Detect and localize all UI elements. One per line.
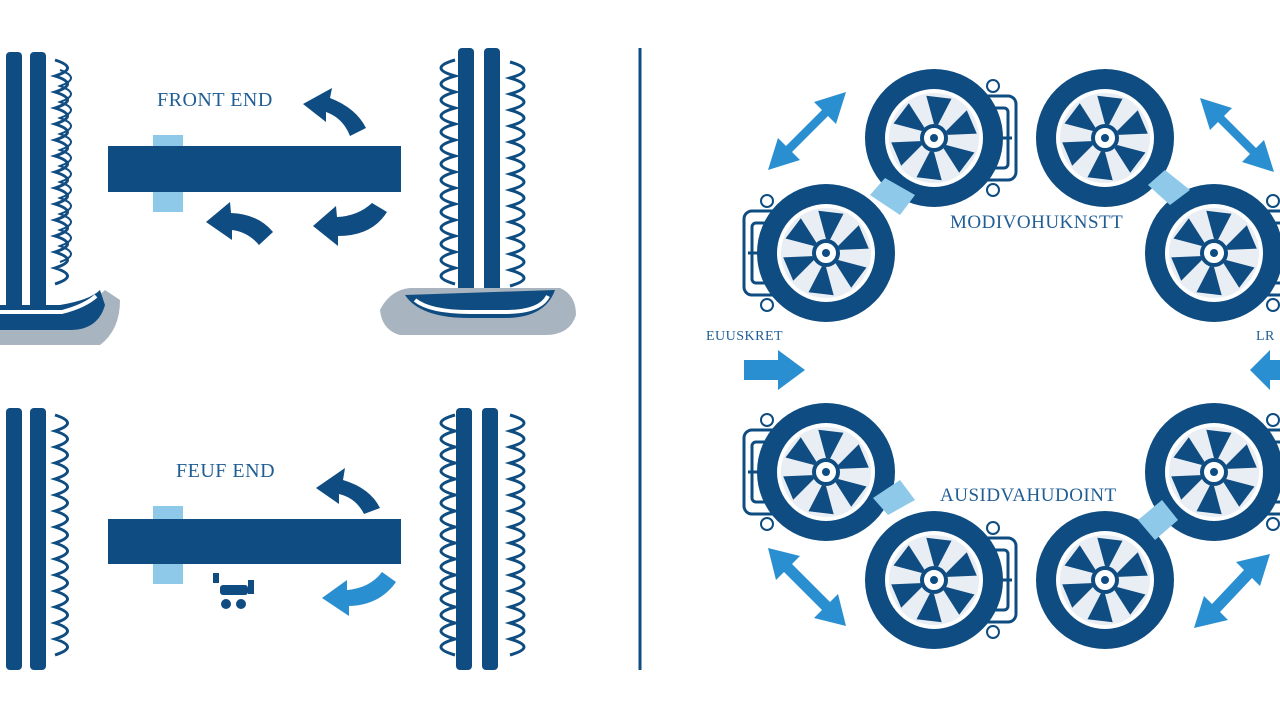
spring-coil-bottom-right [439, 413, 461, 657]
left-side-label: EUUSKRET [706, 329, 784, 344]
double-arrow-br [1194, 554, 1270, 628]
arrow-left-3 [322, 572, 396, 616]
arrow-right [744, 350, 805, 390]
strut-bar-2 [30, 52, 46, 310]
wheel-5 [742, 403, 895, 541]
arrow-left-edge [1250, 350, 1280, 390]
wheel-2 [1036, 69, 1174, 207]
strut-bar-1 [6, 52, 22, 310]
strut-bar-8 [482, 408, 498, 670]
arrow-left-2 [313, 203, 387, 246]
connector-bl [873, 480, 915, 515]
spring-coil-top-left-2 [57, 69, 72, 263]
strut-bar-3 [458, 48, 474, 306]
wheels-top-label: MODIVOHUKNSTT [950, 212, 1124, 233]
bracket-icon [213, 573, 254, 609]
strut-bar-4 [484, 48, 500, 306]
suspension-top-left [0, 52, 120, 345]
front-end-label: FRONT END [157, 89, 273, 111]
spring-coil-top-left [50, 58, 69, 286]
wheel-1 [865, 69, 1018, 207]
arrow-curved-1 [303, 88, 366, 136]
strut-bar-6 [30, 408, 46, 670]
strut-bar-5 [6, 408, 22, 670]
spring-coil-bottom-right-outer [504, 413, 526, 657]
axle-rear [108, 519, 401, 564]
wheel-7 [865, 511, 1018, 649]
connector-tr [1148, 170, 1190, 205]
double-arrow-bl [768, 548, 846, 626]
wheels-bottom-label: AUSIDVAHUDOINT [940, 485, 1117, 506]
spring-coil-top-right [439, 58, 461, 286]
axle-front [108, 146, 401, 192]
rear-end-label: FEUF END [176, 460, 276, 482]
connector-br [1138, 500, 1178, 540]
double-arrow-tr [1200, 98, 1274, 172]
wheels-layer [742, 69, 1280, 649]
connector-tl [870, 178, 915, 215]
suspension-bottom-left [6, 408, 69, 670]
spring-coil-top-right-outer [504, 60, 526, 288]
wheel-4 [1145, 184, 1280, 322]
right-side-label: LR [1256, 329, 1275, 344]
strut-bar-7 [456, 408, 472, 670]
arrow-curved-2 [316, 468, 380, 514]
double-arrow-tl [768, 92, 846, 170]
wheel-3 [742, 184, 895, 322]
spring-coil-bottom-left [50, 413, 69, 657]
wheel-6 [1145, 403, 1280, 541]
suspension-top-right [380, 48, 576, 335]
arrow-left-1 [206, 202, 273, 245]
suspension-bottom-right [439, 408, 526, 670]
wheel-8 [1036, 511, 1174, 649]
